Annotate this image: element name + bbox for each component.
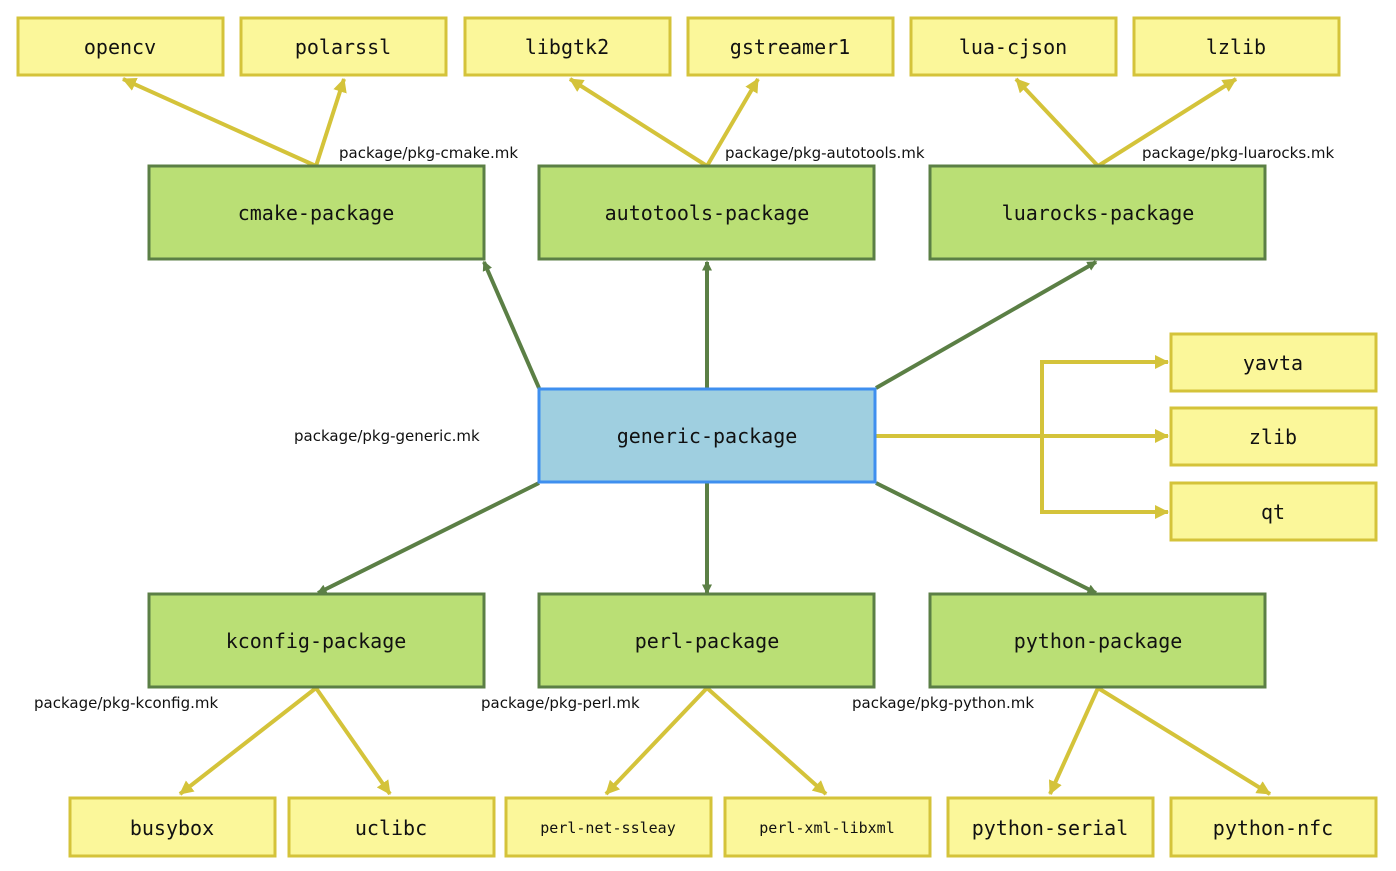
file-label-generic: package/pkg-generic.mk — [294, 427, 480, 445]
node-libgtk2[interactable]: libgtk2 — [463, 16, 672, 77]
node-lzlib[interactable]: lzlib — [1132, 16, 1341, 77]
node-yavta[interactable]: yavta — [1169, 332, 1378, 393]
yellow-edges — [122, 77, 1272, 796]
file-label-cmake: package/pkg-cmake.mk — [339, 144, 518, 162]
edge-python-to-python-nfc — [1096, 686, 1272, 796]
file-label-python: package/pkg-python.mk — [852, 694, 1034, 712]
file-label-luarocks: package/pkg-luarocks.mk — [1142, 144, 1335, 162]
node-python-nfc[interactable]: python-nfc — [1169, 796, 1378, 858]
node-kconfig-package[interactable]: kconfig-package — [147, 592, 486, 689]
node-label: uclibc — [355, 816, 427, 840]
node-cmake-package[interactable]: cmake-package — [147, 164, 486, 261]
node-qt[interactable]: qt — [1169, 481, 1378, 542]
node-uclibc[interactable]: uclibc — [287, 796, 496, 858]
edge-generic-to-yavta — [1040, 355, 1169, 436]
node-label: qt — [1261, 500, 1285, 524]
node-label: perl-xml-libxml — [759, 819, 894, 837]
edge-kconfig-to-busybox — [178, 686, 318, 796]
node-python-package[interactable]: python-package — [928, 592, 1267, 689]
edge-generic-to-luarocks — [875, 260, 1098, 390]
edge-luarocks-to-lzlib — [1096, 77, 1238, 168]
node-perl-package[interactable]: perl-package — [537, 592, 876, 689]
node-label: perl-net-ssleay — [540, 819, 675, 837]
node-label: yavta — [1243, 351, 1303, 375]
node-label: lua-cjson — [959, 35, 1067, 59]
edge-perl-to-perl-xml-libxml — [705, 686, 828, 796]
node-label: kconfig-package — [226, 629, 407, 653]
node-label: busybox — [130, 816, 214, 840]
node-polarssl[interactable]: polarssl — [239, 16, 448, 77]
node-label: perl-package — [635, 629, 780, 653]
node-luarocks-package[interactable]: luarocks-package — [928, 164, 1267, 261]
node-label: libgtk2 — [525, 35, 609, 59]
edge-cmake-to-polarssl — [314, 78, 347, 167]
green-edges — [316, 260, 1098, 595]
node-label: gstreamer1 — [730, 35, 850, 59]
node-zlib[interactable]: zlib — [1169, 406, 1378, 467]
node-label: python-package — [1014, 629, 1183, 653]
node-label: polarssl — [295, 35, 391, 59]
file-label-autotools: package/pkg-autotools.mk — [725, 144, 925, 162]
node-label: zlib — [1249, 425, 1297, 449]
node-autotools-package[interactable]: autotools-package — [537, 164, 876, 261]
edge-python-to-python-serial — [1048, 687, 1100, 795]
edge-luarocks-to-lua-cjson — [1014, 77, 1100, 168]
node-lua-cjson[interactable]: lua-cjson — [909, 16, 1118, 77]
node-label: cmake-package — [238, 201, 395, 225]
edge-generic-to-kconfig — [316, 481, 540, 595]
edge-cmake-to-opencv — [122, 77, 317, 168]
node-generic-package[interactable]: generic-package — [537, 387, 877, 484]
node-gstreamer1[interactable]: gstreamer1 — [686, 16, 895, 77]
node-label: lzlib — [1206, 35, 1266, 59]
edge-autotools-to-libgtk2 — [568, 77, 709, 168]
node-label: generic-package — [617, 424, 798, 448]
file-label-kconfig: package/pkg-kconfig.mk — [34, 694, 218, 712]
node-label: opencv — [84, 35, 156, 59]
node-busybox[interactable]: busybox — [68, 796, 277, 858]
edge-generic-to-cmake — [482, 260, 541, 389]
edge-perl-to-perl-net-ssleay — [604, 686, 709, 796]
node-python-serial[interactable]: python-serial — [946, 796, 1155, 858]
node-label: luarocks-package — [1002, 201, 1195, 225]
file-label-perl: package/pkg-perl.mk — [481, 694, 640, 712]
node-opencv[interactable]: opencv — [16, 16, 225, 77]
node-label: python-serial — [972, 816, 1129, 840]
node-perl-net-ssleay[interactable]: perl-net-ssleay — [504, 796, 713, 858]
node-label: autotools-package — [605, 201, 810, 225]
edge-kconfig-to-uclibc — [314, 686, 392, 796]
node-perl-xml-libxml[interactable]: perl-xml-libxml — [723, 796, 932, 858]
edge-autotools-to-gstreamer1 — [705, 77, 760, 168]
edge-generic-to-qt — [1040, 436, 1169, 519]
node-label: python-nfc — [1213, 816, 1333, 840]
edge-generic-to-python — [875, 481, 1098, 595]
